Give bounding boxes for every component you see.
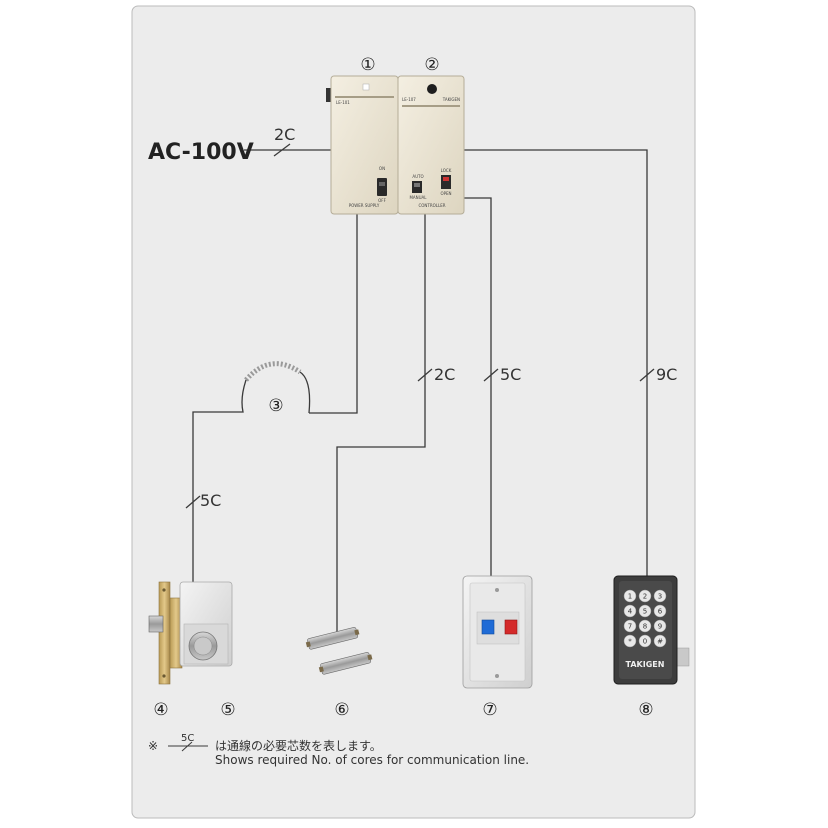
keypad: 1 2 3 4 5 6 7 8 9 * 0 # TAKIGEN	[613, 575, 690, 685]
manual-label: MANUAL	[409, 195, 427, 200]
device-number-6: ⑥	[334, 700, 349, 720]
power-toggle-switch[interactable]	[377, 178, 387, 196]
keypad-wire	[464, 149, 648, 580]
keypad-key-label: 4	[628, 608, 633, 616]
lock-open-switch[interactable]	[441, 175, 451, 189]
power-supply-unit: LE-101 ON OFF POWER SUPPLY	[326, 75, 399, 215]
keypad-keys: 1 2 3 4 5 6 7 8 9 * 0 #	[623, 589, 667, 648]
red-button[interactable]	[504, 619, 518, 635]
keypad-key-label: 0	[643, 638, 647, 646]
keypad-key[interactable]	[638, 619, 652, 633]
keypad-key-label: 7	[628, 623, 632, 631]
keypad-key[interactable]	[638, 604, 652, 618]
keypad-key-label: 1	[628, 593, 632, 601]
diagram-panel	[131, 5, 696, 819]
note-sample-cores: 5C	[181, 733, 194, 744]
power-supply-model: LE-101	[336, 100, 350, 105]
controller-unit: LE-107 TAKIGEN AUTO MANUAL LOCK OPEN CON…	[397, 75, 465, 215]
device-number-8: ⑧	[638, 700, 653, 720]
keypad-key[interactable]	[653, 619, 667, 633]
wiring	[185, 143, 655, 640]
sensor-core-tick	[417, 368, 433, 382]
open-label: OPEN	[440, 191, 451, 196]
keypad-key[interactable]	[638, 634, 652, 648]
control-switch	[462, 575, 533, 689]
power-cores-label: 2C	[274, 125, 295, 144]
cord-tail-right	[299, 371, 311, 414]
keypad-key-label: #	[657, 638, 663, 646]
cord-number: ③	[268, 396, 283, 416]
controller-panel-label: CONTROLLER	[418, 203, 445, 208]
keypad-key[interactable]	[638, 589, 652, 603]
power-supply-panel-label: POWER SUPPLY	[349, 203, 380, 208]
keypad-cores-label: 9C	[656, 365, 677, 384]
note-japanese: は通線の必要芯数を表します。	[215, 738, 382, 753]
power-switch-on-label: ON	[379, 166, 385, 171]
door-sensor	[305, 627, 373, 675]
switch-core-tick	[483, 368, 499, 382]
blue-button[interactable]	[481, 619, 495, 635]
keypad-key-label: 2	[643, 593, 647, 601]
sensor-cores-label: 2C	[434, 365, 455, 384]
keypad-key[interactable]	[623, 604, 637, 618]
note-english: Shows required No. of cores for communic…	[215, 753, 529, 767]
lock-faceplate	[158, 581, 171, 685]
unit-number-2: ②	[424, 55, 439, 75]
keypad-key[interactable]	[623, 634, 637, 648]
keypad-key[interactable]	[623, 589, 637, 603]
electric-lock	[148, 581, 233, 685]
keypad-key-label: *	[628, 638, 632, 646]
keypad-brand: TAKIGEN	[626, 660, 665, 669]
lock-core-tick	[185, 495, 201, 509]
keypad-key-label: 5	[643, 608, 647, 616]
legend-note: ※ 5C は通線の必要芯数を表します。 Shows required No. o…	[148, 733, 529, 767]
sensor-wire	[336, 214, 426, 640]
auto-label: AUTO	[412, 174, 423, 179]
controller-brand: TAKIGEN	[442, 97, 460, 102]
keypad-key[interactable]	[653, 604, 667, 618]
controller-indicator-icon	[427, 84, 437, 94]
device-number-5: ⑤	[220, 700, 235, 720]
keypad-key-label: 8	[643, 623, 647, 631]
power-supply-connector	[326, 88, 334, 102]
unit-number-1: ①	[360, 55, 375, 75]
device-number-4: ④	[153, 700, 168, 720]
keypad-key[interactable]	[653, 634, 667, 648]
keypad-key[interactable]	[653, 589, 667, 603]
keypad-core-tick	[639, 368, 655, 382]
lock-cores-label: 5C	[200, 491, 221, 510]
power-label: AC-100V	[148, 140, 254, 165]
power-core-tick	[273, 143, 291, 157]
note-mark: ※	[148, 739, 158, 753]
keypad-key[interactable]	[623, 619, 637, 633]
power-switch-off-label: OFF	[378, 198, 386, 203]
lock-bolt	[148, 615, 164, 633]
keypad-key-label: 9	[658, 623, 662, 631]
switch-cores-label: 5C	[500, 365, 521, 384]
switch-wire	[464, 197, 492, 576]
power-lamp-icon	[362, 83, 370, 91]
device-number-7: ⑦	[482, 700, 497, 720]
lock-label: LOCK	[441, 168, 452, 173]
cord-wire	[309, 214, 358, 414]
lock-wire	[192, 379, 247, 582]
keypad-key-label: 6	[658, 608, 663, 616]
keypad-key-label: 3	[658, 593, 662, 601]
controller-model: LE-107	[402, 97, 416, 102]
